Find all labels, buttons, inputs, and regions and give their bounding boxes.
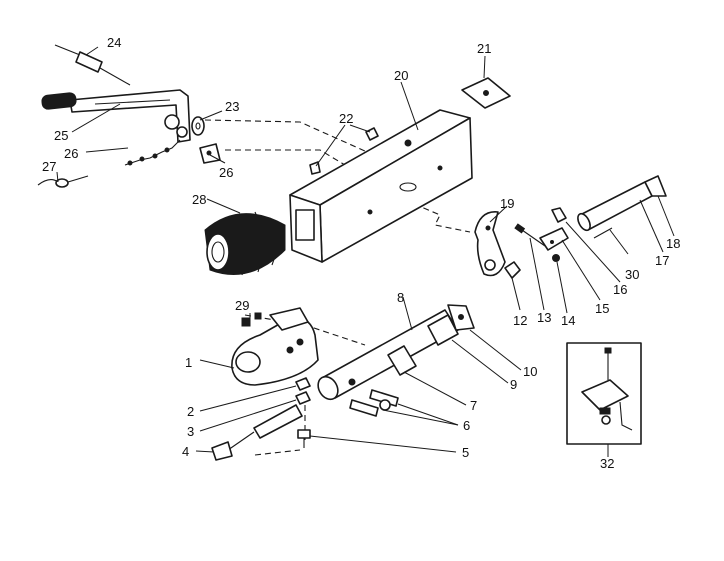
callout-21: 21 [477,41,491,56]
leader-lines [56,46,675,457]
part-21-plate [461,77,511,109]
part-16-small-bolt [551,207,567,223]
part-13-bolt [514,223,546,247]
callout-17: 17 [655,253,669,268]
part-2-3-nuts [295,377,311,405]
callout-29: 29 [235,298,249,313]
part-26-chain [124,139,181,166]
callout-23: 23 [225,99,239,114]
callout-27: 27 [42,159,56,174]
callout-15: 15 [595,301,609,316]
part-10-flange-plate [447,304,475,331]
callout-18: 18 [666,236,680,251]
callout-26-chain: 26 [64,146,78,161]
callout-22: 22 [339,111,353,126]
callout-2: 2 [187,404,194,419]
part-17-shock-absorber [577,175,667,232]
callout-28: 28 [192,192,206,207]
callout-1: 1 [185,355,192,370]
callout-7: 7 [470,398,477,413]
callout-26-bracket: 26 [219,165,233,180]
part-30-pin [593,227,613,239]
callout-12: 12 [513,313,527,328]
part-19-lever-arm [474,211,506,277]
part-26-bracket [199,143,221,164]
part-22-nuts [309,127,379,175]
part-4-handle [211,404,303,461]
part-24-cable-sleeve [54,44,131,86]
callout-5: 5 [462,445,469,460]
part-5-bolt [297,429,311,448]
callout-19: 19 [500,196,514,211]
callout-3: 3 [187,424,194,439]
part-9-collar [427,314,459,346]
part-7-sleeve-ring [387,345,417,376]
callout-10: 10 [523,364,537,379]
part-12-nut [504,261,521,279]
callout-24: 24 [107,35,121,50]
part-32-inset-box [566,342,642,445]
part-23-washer [191,116,205,136]
callout-4: 4 [182,444,189,459]
part-15-bracket [539,227,569,251]
part-25-handbrake-lever [41,89,191,143]
callout-25: 25 [54,128,68,143]
callout-6: 6 [463,418,470,433]
callout-20: 20 [394,68,408,83]
part-28-rubber-bellows [204,211,286,276]
callout-14: 14 [561,313,575,328]
part-1-coupling-head [231,307,319,386]
part-20-drawbar-frame [289,109,473,263]
part-6-bolts [349,389,399,417]
part-27-cable-hook [37,175,89,188]
callout-30: 30 [625,267,639,282]
callout-labels: 24 25 26 23 26 27 28 21 20 22 19 12 13 1… [42,35,680,471]
callout-13: 13 [537,310,551,325]
callout-8: 8 [397,290,404,305]
callout-16: 16 [613,282,627,297]
callout-32: 32 [600,456,614,471]
part-29-small-nut [241,312,262,327]
callout-9: 9 [510,377,517,392]
part-14-nut [552,254,560,262]
